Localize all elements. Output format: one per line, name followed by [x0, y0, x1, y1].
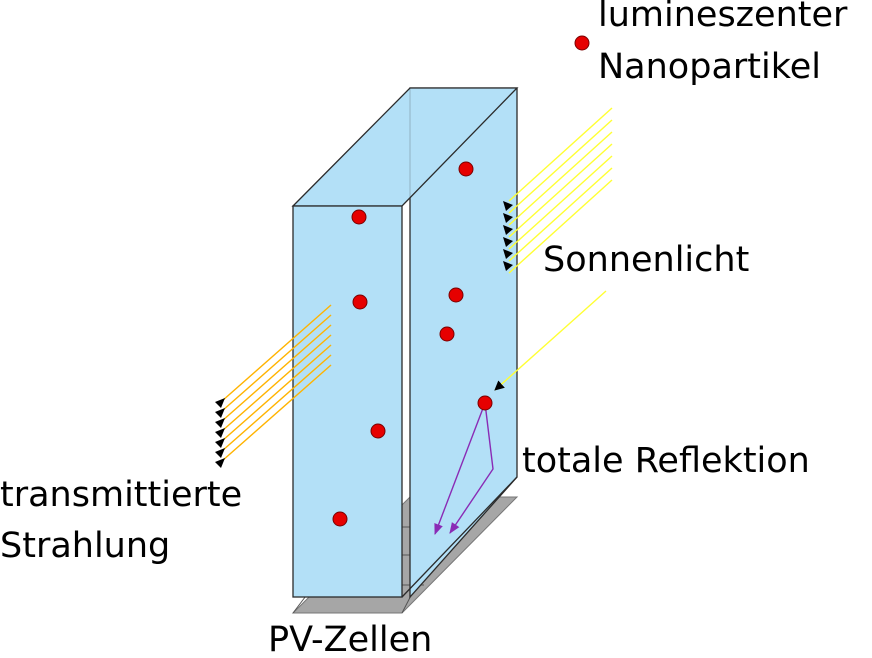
label-nanoparticles-line2: Nanopartikel — [598, 47, 821, 87]
nanoparticle — [448, 287, 464, 303]
sunlight-arrowheads — [503, 201, 513, 271]
sunlight-rays — [494, 107, 613, 391]
nanoparticle — [332, 511, 348, 527]
total-reflection-paths — [434, 402, 494, 536]
slab-front-face — [292, 205, 403, 598]
nanoparticle — [458, 161, 474, 177]
nanoparticle — [439, 326, 455, 342]
nanoparticle — [477, 395, 493, 411]
transmitted-rays — [221, 304, 332, 462]
waveguide-slab — [291, 87, 519, 599]
nanoparticle — [370, 423, 386, 439]
label-nanoparticles-line1: lumineszenter — [598, 0, 848, 35]
label-sunlight: Sonnenlicht — [543, 240, 749, 280]
legend-nanoparticle — [574, 35, 590, 51]
label-total-reflection: totale Reflektion — [522, 441, 810, 481]
label-pv-cells: PV-Zellen — [268, 620, 432, 658]
nanoparticle — [351, 209, 367, 225]
label-transmitted-line1: transmittierte — [0, 475, 242, 515]
transmitted-arrowheads — [215, 398, 225, 468]
label-transmitted-line2: Strahlung — [0, 526, 170, 566]
nanoparticle — [352, 294, 368, 310]
nanoparticles — [332, 35, 590, 527]
